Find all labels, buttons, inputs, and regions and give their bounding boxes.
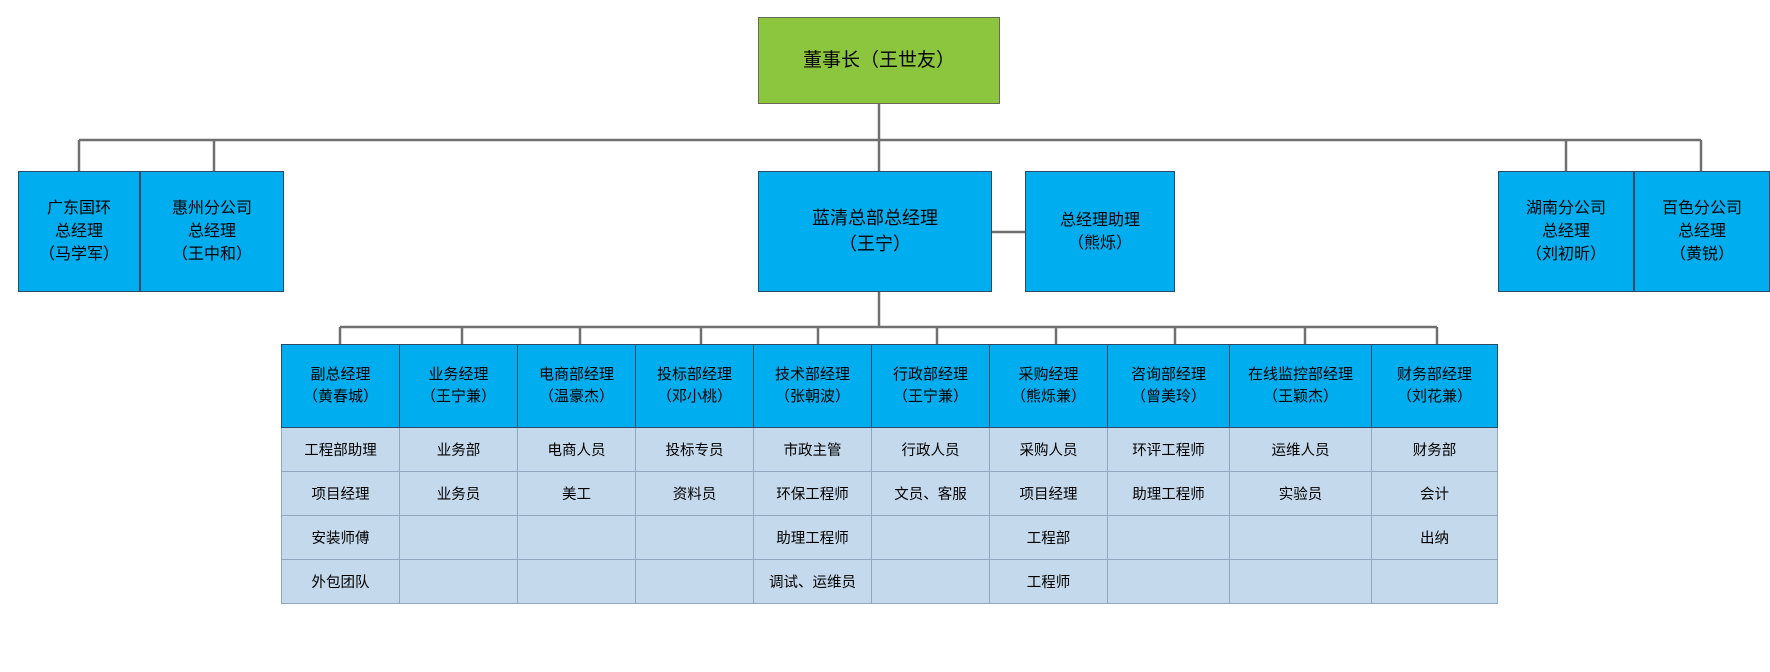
node-huizhou-branch-gm[interactable]: 惠州分公司 总经理 （王中和） — [140, 171, 284, 292]
staff-cell — [517, 515, 636, 560]
staff-cell: 资料员 — [635, 471, 754, 516]
staff-cell: 业务员 — [399, 471, 518, 516]
staff-cell: 市政主管 — [753, 427, 872, 472]
staff-cell — [635, 559, 754, 604]
staff-cell: 投标专员 — [635, 427, 754, 472]
table-row: 项目经理 业务员 美工 资料员 环保工程师 文员、客服 项目经理 助理工程师 实… — [281, 471, 1498, 516]
dept-header-bidding-mgr[interactable]: 投标部经理 （邓小桃） — [635, 344, 754, 428]
dept-header-deputy-gm[interactable]: 副总经理 （黄春城） — [281, 344, 400, 428]
staff-cell: 财务部 — [1371, 427, 1498, 472]
staff-cell: 美工 — [517, 471, 636, 516]
dept-header-finance-mgr[interactable]: 财务部经理 （刘花兼） — [1371, 344, 1498, 428]
staff-cell: 项目经理 — [281, 471, 400, 516]
table-row: 安装师傅 助理工程师 工程部 出纳 — [281, 515, 1498, 560]
staff-cell — [871, 559, 990, 604]
node-lanqing-hq-gm[interactable]: 蓝清总部总经理 （王宁） — [758, 171, 992, 292]
table-row: 外包团队 调试、运维员 工程师 — [281, 559, 1498, 604]
staff-cell: 实验员 — [1229, 471, 1372, 516]
staff-cell: 工程部助理 — [281, 427, 400, 472]
dept-header-business-mgr[interactable]: 业务经理 （王宁兼） — [399, 344, 518, 428]
staff-cell: 安装师傅 — [281, 515, 400, 560]
staff-cell — [871, 515, 990, 560]
staff-cell: 行政人员 — [871, 427, 990, 472]
staff-cell: 环评工程师 — [1107, 427, 1230, 472]
staff-cell: 助理工程师 — [1107, 471, 1230, 516]
staff-cell: 外包团队 — [281, 559, 400, 604]
staff-cell — [399, 559, 518, 604]
staff-cell — [517, 559, 636, 604]
node-guangdong-guohuan-gm[interactable]: 广东国环 总经理 （马学军） — [18, 171, 140, 292]
dept-header-procurement-mgr[interactable]: 采购经理 （熊烁兼） — [989, 344, 1108, 428]
staff-cell: 助理工程师 — [753, 515, 872, 560]
staff-cell: 工程师 — [989, 559, 1108, 604]
staff-cell: 项目经理 — [989, 471, 1108, 516]
staff-cell: 采购人员 — [989, 427, 1108, 472]
table-row: 工程部助理 业务部 电商人员 投标专员 市政主管 行政人员 采购人员 环评工程师… — [281, 427, 1498, 472]
dept-header-consulting-mgr[interactable]: 咨询部经理 （曾美玲） — [1107, 344, 1230, 428]
staff-cell: 文员、客服 — [871, 471, 990, 516]
department-table: 副总经理 （黄春城） 业务经理 （王宁兼） 电商部经理 （温豪杰） 投标部经理 … — [281, 344, 1498, 604]
node-gm-assistant[interactable]: 总经理助理 （熊烁） — [1025, 171, 1175, 292]
staff-cell — [635, 515, 754, 560]
node-chairman[interactable]: 董事长（王世友） — [758, 17, 1000, 104]
staff-cell: 运维人员 — [1229, 427, 1372, 472]
staff-cell — [1229, 515, 1372, 560]
staff-cell: 调试、运维员 — [753, 559, 872, 604]
staff-cell — [399, 515, 518, 560]
staff-cell — [1107, 559, 1230, 604]
node-baise-branch-gm[interactable]: 百色分公司 总经理 （黄锐） — [1634, 171, 1770, 292]
staff-cell: 电商人员 — [517, 427, 636, 472]
staff-cell — [1371, 559, 1498, 604]
dept-header-ecommerce-mgr[interactable]: 电商部经理 （温豪杰） — [517, 344, 636, 428]
staff-cell: 环保工程师 — [753, 471, 872, 516]
staff-cell — [1229, 559, 1372, 604]
staff-cell: 会计 — [1371, 471, 1498, 516]
node-hunan-branch-gm[interactable]: 湖南分公司 总经理 （刘初昕） — [1498, 171, 1634, 292]
dept-header-online-monitoring-mgr[interactable]: 在线监控部经理 （王颖杰） — [1229, 344, 1372, 428]
staff-cell: 出纳 — [1371, 515, 1498, 560]
staff-cell: 业务部 — [399, 427, 518, 472]
staff-cell: 工程部 — [989, 515, 1108, 560]
staff-cell — [1107, 515, 1230, 560]
dept-header-admin-mgr[interactable]: 行政部经理 （王宁兼） — [871, 344, 990, 428]
department-header-row: 副总经理 （黄春城） 业务经理 （王宁兼） 电商部经理 （温豪杰） 投标部经理 … — [281, 344, 1498, 428]
dept-header-technical-mgr[interactable]: 技术部经理 （张朝波） — [753, 344, 872, 428]
